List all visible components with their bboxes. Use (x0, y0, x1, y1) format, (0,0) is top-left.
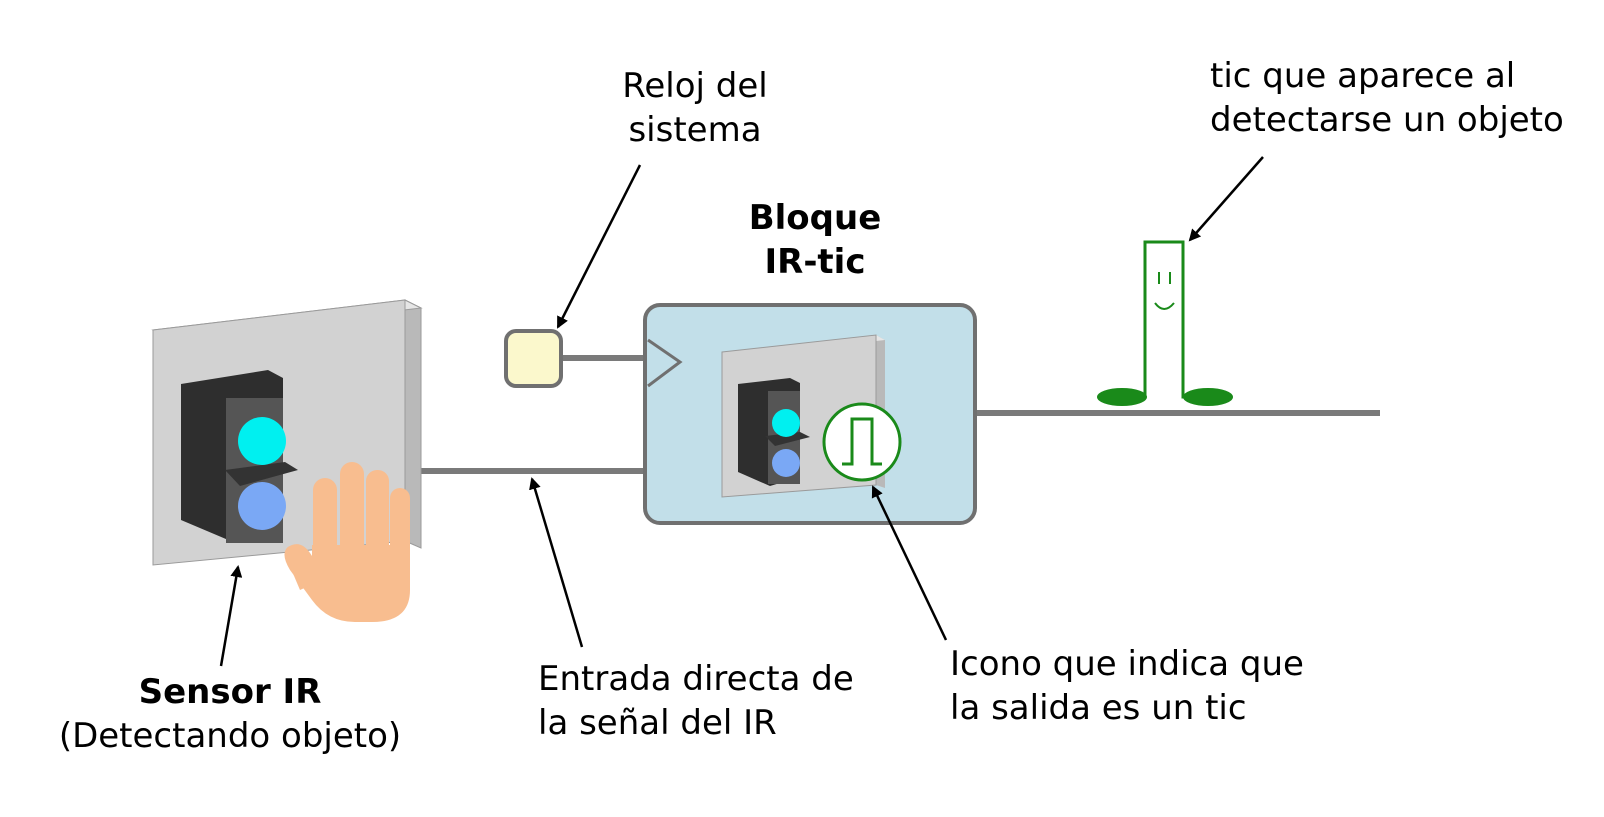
sensor-led-top (238, 417, 286, 465)
tic-note-line1: tic que aparece al (1210, 56, 1516, 96)
pulse-icon (822, 402, 902, 482)
tic-note-line2: detectarse un objeto (1210, 100, 1564, 140)
icon-label-line2: la salida es un tic (950, 688, 1247, 728)
arrow-sensor (219, 565, 243, 667)
input-label: Entrada directa de la señal del IR (538, 657, 854, 745)
clock-label-line1: Reloj del (622, 66, 768, 106)
icon-label-line1: Icono que indica que (950, 644, 1304, 684)
block-title-line1: Bloque (748, 198, 882, 238)
input-label-line2: la señal del IR (538, 703, 777, 743)
arrow-tic (1188, 156, 1264, 242)
sensor-label-subtitle: (Detectando objeto) (58, 716, 402, 756)
sensor-divider (225, 462, 298, 486)
wires (405, 355, 1380, 474)
clock-box (504, 329, 563, 388)
annotation-arrows (219, 156, 1264, 667)
block-title: Bloque IR-tic (725, 196, 905, 284)
arrow-icon (871, 485, 948, 641)
block-title-line2: IR-tic (764, 242, 866, 282)
clock-label-line2: sistema (628, 110, 762, 150)
bloque-ir-tic (643, 303, 977, 525)
clock-label: Reloj del sistema (595, 64, 795, 152)
clock-input-triangle (647, 338, 683, 388)
sensor-led-bottom (238, 482, 286, 530)
input-label-line1: Entrada directa de (538, 659, 854, 699)
sensor-label: Sensor IR (Detectando objeto) (30, 670, 430, 758)
icon-label: Icono que indica que la salida es un tic (950, 642, 1304, 730)
hand-icon (284, 462, 410, 622)
tic-character-icon (1097, 240, 1233, 406)
arrow-input (529, 477, 584, 648)
tic-note-label: tic que aparece al detectarse un objeto (1210, 54, 1564, 142)
arrow-clock (556, 164, 642, 329)
sensor-label-title: Sensor IR (138, 672, 322, 712)
